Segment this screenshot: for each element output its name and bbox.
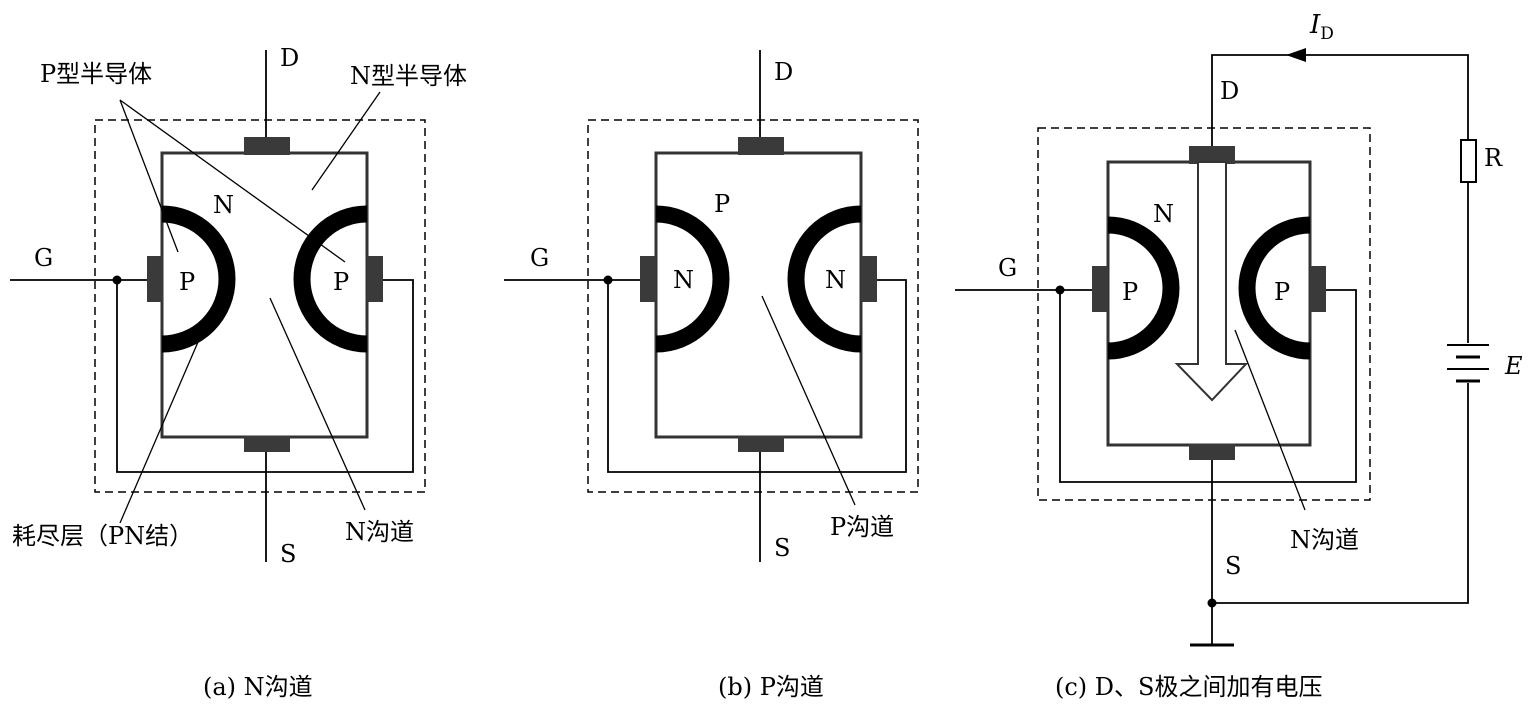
left-p-region <box>161 205 236 353</box>
leader-channel <box>761 295 856 506</box>
leader-channel <box>1234 329 1306 511</box>
right-p-region <box>1238 216 1311 360</box>
leader-channel <box>269 297 366 511</box>
right-gate-contact <box>1310 266 1326 312</box>
drain-label: D <box>774 58 793 86</box>
left-gate-contact <box>1092 266 1108 312</box>
source-contact <box>738 436 784 452</box>
diagram-b: D S G P N N P沟道 (b) P沟道 <box>504 50 919 701</box>
right-region-label: P <box>1274 278 1290 306</box>
diagram-a: D S G N P P P型半导体 N型半导体 耗尽层（PN结） N沟道 (a)… <box>10 44 467 701</box>
body-type-label: N <box>1153 200 1174 228</box>
gate-label: G <box>998 254 1017 282</box>
caption-b: (b) P沟道 <box>718 673 824 701</box>
drain-label: D <box>1220 77 1239 105</box>
source-label: S <box>1225 552 1241 580</box>
annot-n-semiconductor: N型半导体 <box>350 62 467 90</box>
gate-label: G <box>530 244 549 272</box>
channel-current-arrow <box>1174 161 1249 402</box>
resistor-label: R <box>1484 144 1503 172</box>
drain-contact <box>244 137 290 155</box>
annot-channel: P沟道 <box>830 513 894 541</box>
body-type-label: P <box>714 190 730 218</box>
right-n-region <box>787 205 862 353</box>
resistor-r <box>1460 139 1477 183</box>
gate-tie-wire <box>116 279 414 473</box>
gate-tie-wire <box>607 279 907 473</box>
caption-a: (a) N沟道 <box>203 673 313 701</box>
caption-c: (c) D、S极之间加有电压 <box>1055 673 1322 701</box>
drain-circuit-wire <box>1211 54 1469 146</box>
drain-contact <box>738 137 784 155</box>
battery-label: E <box>1504 352 1523 380</box>
leader-p-right <box>119 99 346 263</box>
current-arrow <box>1286 48 1306 62</box>
annot-channel: N沟道 <box>345 518 414 546</box>
right-gate-contact <box>367 256 383 302</box>
annot-channel: N沟道 <box>1290 526 1359 554</box>
source-contact <box>1189 444 1235 460</box>
left-region-label: P <box>1122 278 1138 306</box>
left-n-region <box>655 205 730 353</box>
source-contact <box>244 436 290 452</box>
right-p-region <box>293 205 368 353</box>
source-label: S <box>774 534 790 562</box>
drain-label: D <box>280 44 299 72</box>
right-region-label: P <box>333 268 349 296</box>
current-label: ID <box>1309 10 1334 44</box>
diagram-c: ID D S G R E N P P N沟道 (c) D、S极之间加有电压 <box>955 10 1523 701</box>
left-p-region <box>1107 216 1180 360</box>
leader-p-left <box>119 99 179 253</box>
channel-body <box>654 151 863 439</box>
right-gate-contact <box>861 256 877 302</box>
annot-p-semiconductor: P型半导体 <box>40 60 152 88</box>
leader-depletion <box>119 341 199 524</box>
left-gate-contact <box>147 256 163 302</box>
dashed-package <box>1037 127 1371 501</box>
gate-tie-wire <box>1059 289 1357 483</box>
gate-label: G <box>34 244 53 272</box>
body-type-label: N <box>213 191 234 219</box>
current-subscript: D <box>1320 24 1334 44</box>
leader-n-semiconductor <box>311 91 381 191</box>
annot-depletion: 耗尽层（PN结） <box>12 522 193 550</box>
left-gate-contact <box>640 256 656 302</box>
drain-contact <box>1189 146 1235 164</box>
return-wire <box>1212 383 1469 604</box>
right-region-label: N <box>825 266 846 294</box>
left-region-label: N <box>673 266 694 294</box>
source-label: S <box>280 540 296 568</box>
left-region-label: P <box>179 268 195 296</box>
